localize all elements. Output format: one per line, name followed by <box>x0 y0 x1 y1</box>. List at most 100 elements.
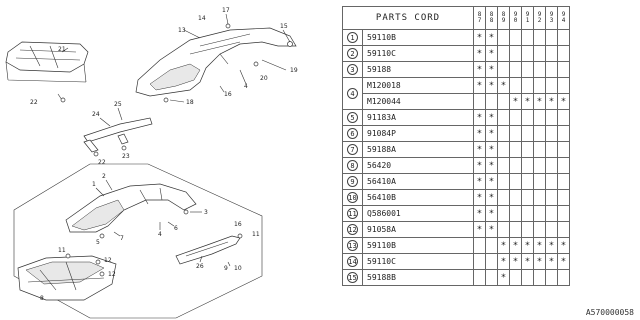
year-mark <box>497 29 510 46</box>
year-mark <box>521 77 534 94</box>
part-code: M120018 <box>362 77 474 94</box>
front-mudguard <box>65 183 197 233</box>
callout-7: 7 <box>120 235 124 242</box>
year-mark <box>509 45 522 62</box>
year-digit: 9 <box>561 11 566 18</box>
year-mark <box>497 157 510 174</box>
year-digit: 8 <box>477 11 482 18</box>
year-mark <box>533 157 546 174</box>
year-mark: * <box>497 237 510 254</box>
year-mark <box>557 173 570 190</box>
year-mark: * <box>485 205 498 222</box>
ref-number-cell: 15 <box>342 269 363 286</box>
year-mark <box>473 93 486 110</box>
part-code: 56410A <box>362 173 474 190</box>
year-mark <box>497 173 510 190</box>
callout-26: 26 <box>196 263 204 270</box>
ref-number: 7 <box>347 144 358 155</box>
callout-10: 10 <box>234 265 242 272</box>
year-mark <box>545 77 558 94</box>
year-mark: * <box>533 237 546 254</box>
part-code: 59188A <box>362 141 474 158</box>
part-code: 59188 <box>362 61 474 78</box>
exploded-parts-diagram: 21 22 13 14 17 15 19 20 4 16 18 25 24 23… <box>5 7 298 319</box>
year-mark <box>509 61 522 78</box>
callout-4-top: 4 <box>244 83 248 90</box>
year-mark <box>557 29 570 46</box>
part-code: 59110B <box>362 29 474 46</box>
year-mark: * <box>473 125 486 142</box>
year-mark <box>509 141 522 158</box>
callout-6: 6 <box>174 225 178 232</box>
year-mark <box>533 221 546 238</box>
under-cover-panel <box>5 41 89 83</box>
callout-21: 21 <box>58 46 66 53</box>
callout-18: 18 <box>186 99 194 106</box>
year-mark <box>509 29 522 46</box>
year-mark: * <box>473 173 486 190</box>
year-mark <box>497 93 510 110</box>
year-mark <box>557 77 570 94</box>
rear-mudguard <box>135 27 297 97</box>
year-mark: * <box>485 173 498 190</box>
callout-13: 13 <box>178 27 186 34</box>
year-mark <box>545 125 558 142</box>
ref-number: 3 <box>347 64 358 75</box>
year-mark: * <box>485 61 498 78</box>
year-mark <box>509 189 522 206</box>
year-mark: * <box>485 77 498 94</box>
year-mark <box>497 125 510 142</box>
year-mark <box>497 141 510 158</box>
year-mark <box>545 157 558 174</box>
year-mark <box>473 237 486 254</box>
year-digit: 0 <box>513 17 518 24</box>
year-mark: * <box>473 77 486 94</box>
ref-number-cell: 1 <box>342 29 363 46</box>
year-mark <box>545 61 558 78</box>
table-row: M120044***** <box>343 93 570 110</box>
year-mark: * <box>521 237 534 254</box>
year-mark <box>497 109 510 126</box>
year-mark: * <box>473 221 486 238</box>
year-mark: * <box>497 77 510 94</box>
year-mark <box>533 269 546 286</box>
year-mark <box>533 141 546 158</box>
ref-number: 1 <box>347 32 358 43</box>
year-mark: * <box>557 93 570 110</box>
year-digit: 3 <box>549 17 554 24</box>
ref-number: 11 <box>347 208 358 219</box>
callout-14: 14 <box>198 15 206 22</box>
part-code: 91058A <box>362 221 474 238</box>
ref-number-cell: 9 <box>342 173 363 190</box>
year-mark: * <box>509 93 522 110</box>
ref-number: 2 <box>347 48 358 59</box>
year-mark <box>521 125 534 142</box>
callout-20: 20 <box>260 75 268 82</box>
year-mark <box>533 173 546 190</box>
year-mark <box>545 269 558 286</box>
year-digit: 1 <box>525 17 530 24</box>
year-mark <box>545 189 558 206</box>
year-mark <box>521 189 534 206</box>
callout-16-top: 16 <box>224 91 232 98</box>
year-mark <box>521 29 534 46</box>
ref-number-cell: 5 <box>342 109 363 126</box>
year-mark <box>533 45 546 62</box>
year-mark: * <box>533 253 546 270</box>
year-mark <box>557 205 570 222</box>
year-mark <box>557 141 570 158</box>
ref-number-cell: 13 <box>342 237 363 254</box>
